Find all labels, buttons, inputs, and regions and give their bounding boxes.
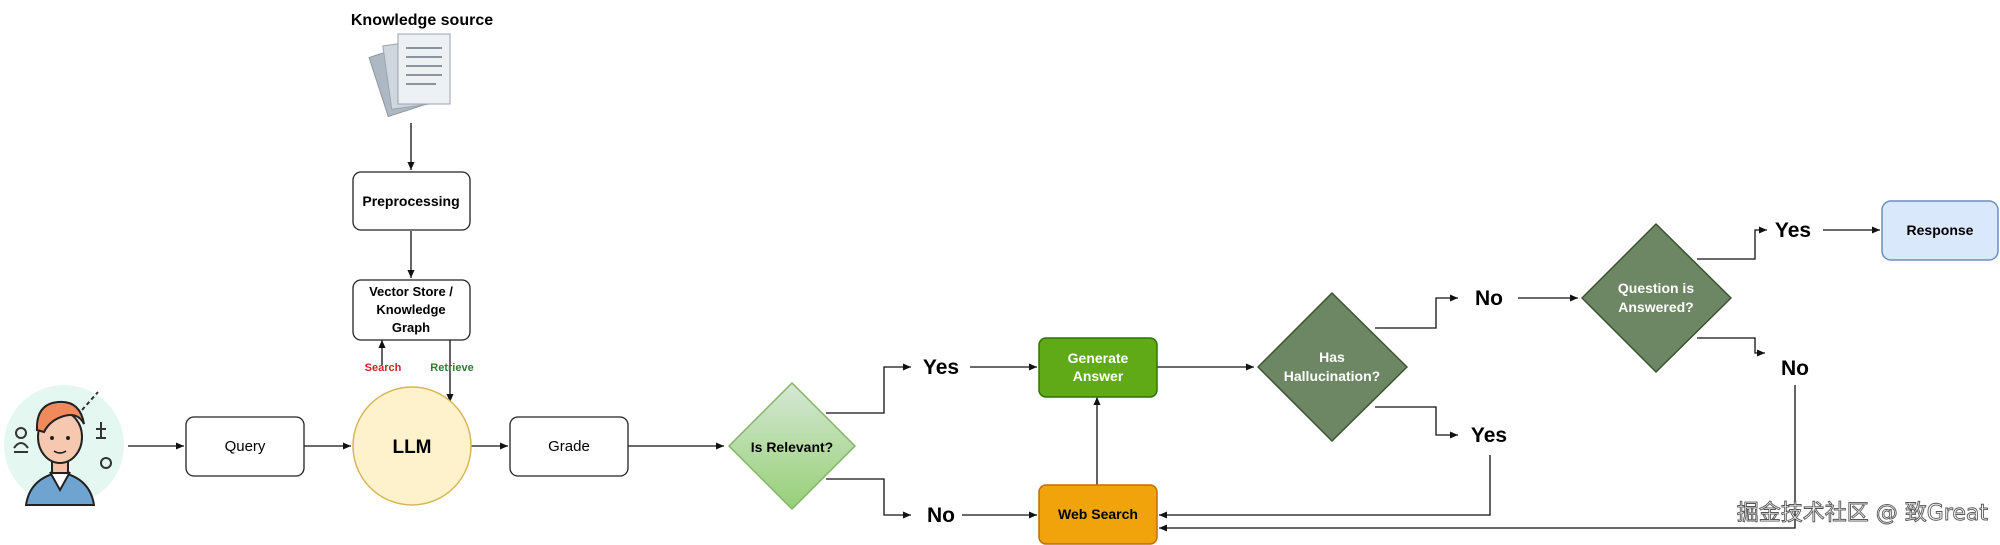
watermark-text: 掘金技术社区 @ 致Great (1737, 501, 1989, 526)
edge-relevant-yes (826, 363, 911, 414)
vector-store-node: Vector Store / Knowledge Graph (352, 279, 471, 341)
relevant-no-label: No (927, 504, 955, 527)
web-search-label: Web Search (1058, 506, 1138, 522)
edge-hallucination-yes-to-websearch (1159, 455, 1491, 519)
edge-hallucination-yes (1375, 406, 1458, 439)
is-relevant-label: Is Relevant? (751, 439, 833, 455)
has-hallucination-label-line-1: Has (1319, 349, 1345, 365)
response-node: Response (1881, 200, 1999, 261)
llm-node: LLM (352, 386, 472, 506)
answered-yes-label: Yes (1775, 219, 1811, 242)
vector-store-label-line-3: Graph (392, 320, 430, 335)
user-avatar-icon (4, 385, 124, 506)
hallucination-yes-label: Yes (1471, 424, 1507, 447)
edge-answered-yes (1697, 226, 1767, 260)
response-label: Response (1907, 222, 1974, 238)
answered-no-label: No (1781, 357, 1809, 380)
web-search-node: Web Search (1038, 484, 1158, 545)
edge-answered-no (1697, 337, 1765, 357)
relevant-yes-label: Yes (923, 356, 959, 379)
has-hallucination-label-line-2: Hallucination? (1284, 368, 1380, 384)
knowledge-source-label: Knowledge source (351, 12, 493, 29)
hallucination-no-label: No (1475, 287, 1503, 310)
edge-hallucination-no (1375, 294, 1458, 329)
retrieve-label: Retrieve (430, 362, 473, 374)
generate-answer-label-line-2: Answer (1073, 368, 1124, 384)
edges (128, 123, 1880, 532)
is-relevant-node: Is Relevant? (728, 382, 856, 510)
query-label: Query (225, 438, 266, 455)
has-hallucination-node: Has Hallucination? (1257, 292, 1408, 442)
grade-label: Grade (548, 438, 590, 455)
preprocessing-label: Preprocessing (362, 193, 459, 209)
edge-relevant-no (826, 478, 911, 519)
query-node: Query (185, 416, 305, 477)
grade-node: Grade (509, 416, 629, 477)
generate-answer-node: Generate Answer (1038, 337, 1158, 398)
documents-icon (368, 33, 451, 118)
search-label: Search (365, 362, 402, 374)
vector-store-label-line-2: Knowledge (376, 302, 445, 317)
generate-answer-label-line-1: Generate (1068, 350, 1129, 366)
question-answered-label-line-1: Question is (1618, 280, 1694, 296)
question-answered-label-line-2: Answered? (1618, 299, 1693, 315)
llm-label: LLM (392, 437, 431, 458)
question-answered-node: Question is Answered? (1581, 223, 1732, 373)
preprocessing-node: Preprocessing (352, 171, 471, 231)
vector-store-label-line-1: Vector Store / (369, 284, 453, 299)
edge-answered-no-to-websearch (1159, 385, 1796, 532)
